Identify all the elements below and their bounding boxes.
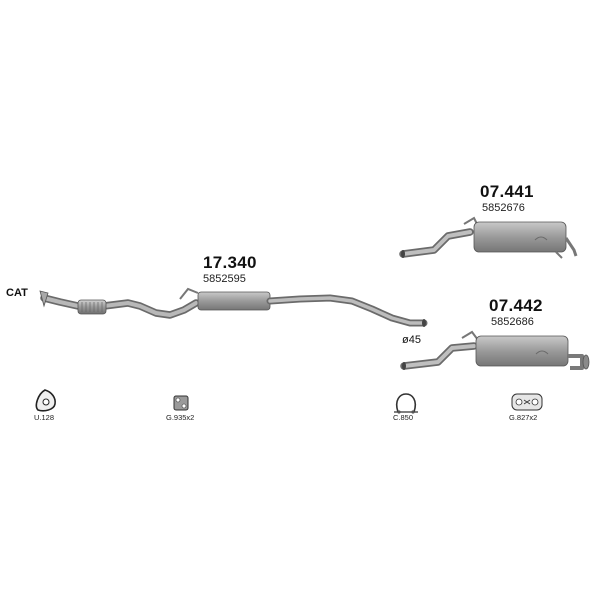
front-muffler <box>197 291 271 311</box>
part-number-07442[interactable]: 07.442 <box>489 296 543 315</box>
accessory-code-u128: U.128 <box>34 413 55 422</box>
oem-number-5852686: 5852686 <box>491 316 534 328</box>
gasket-icon <box>35 389 56 412</box>
tailpipe-tip <box>582 354 590 370</box>
inlet-flange <box>39 290 49 308</box>
cat-label: CAT <box>6 287 28 299</box>
front-pipe-assembly[interactable] <box>39 287 428 327</box>
rear-muffler-07441[interactable] <box>399 216 578 259</box>
rubber-hanger-icon <box>173 395 189 411</box>
clamp-icon <box>394 393 418 414</box>
accessory-code-g827: G.827x2 <box>509 413 538 422</box>
pipe-outlet <box>422 319 426 327</box>
diameter-label: ø45 <box>402 334 421 346</box>
accessory-code-g935: G.935x2 <box>166 413 195 422</box>
oem-number-5852676: 5852676 <box>482 202 525 214</box>
accessory-code-c850: C.850 <box>393 413 414 422</box>
part-number-07441[interactable]: 07.441 <box>480 182 534 201</box>
flex-joint <box>77 299 107 315</box>
rear-muffler-07442[interactable] <box>400 330 590 370</box>
double-hanger-icon <box>511 393 543 411</box>
part-number-17340[interactable]: 17.340 <box>203 253 257 272</box>
oem-number-5852595: 5852595 <box>203 273 246 285</box>
